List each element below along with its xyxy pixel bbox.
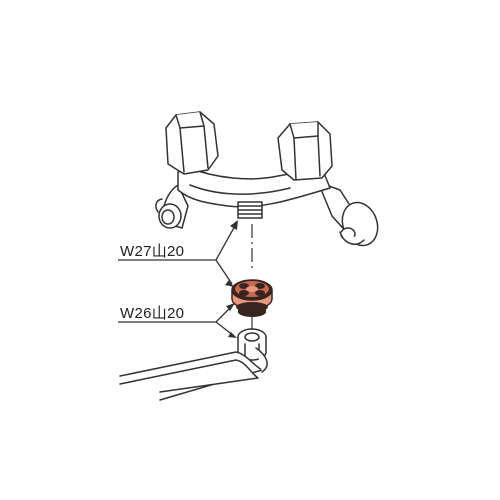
left-handle-knob[interactable] — [165, 111, 219, 175]
right-wall-elbow — [317, 181, 379, 247]
leader-lines — [118, 223, 237, 337]
left-wall-elbow — [155, 184, 189, 229]
leader-arrowheads — [225, 220, 238, 338]
adapter-fitting — [231, 279, 273, 317]
threaded-outlet — [237, 201, 263, 219]
spout-pipe — [119, 347, 268, 401]
lower-thread-label: W26山20 — [120, 305, 184, 322]
leader-upper-adapter — [215, 259, 233, 285]
right-handle-knob[interactable] — [277, 121, 333, 181]
upper-thread-label: W27山20 — [120, 243, 184, 260]
